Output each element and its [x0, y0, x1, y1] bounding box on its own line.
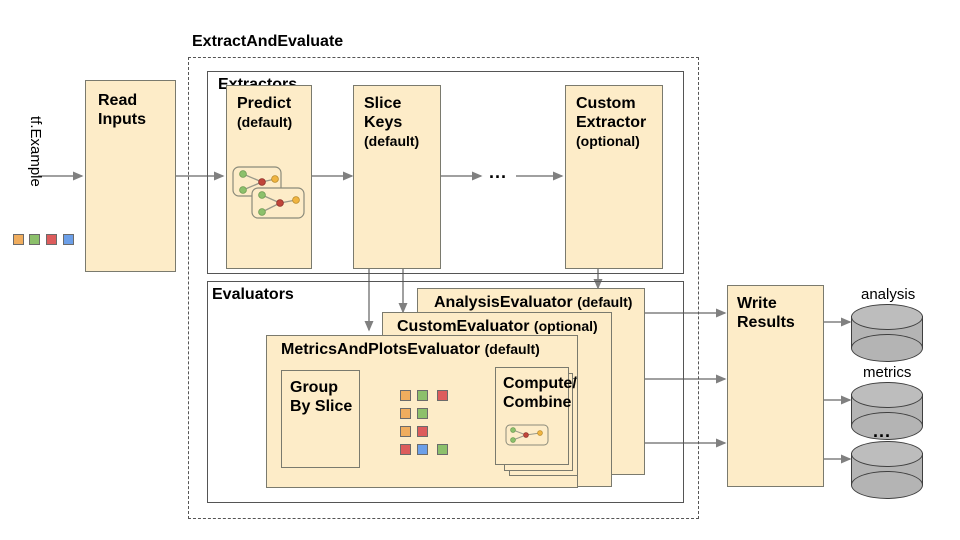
compute-combine-line2: Combine [503, 394, 572, 411]
predict-title: Predict [237, 95, 292, 112]
extract-and-evaluate-group [188, 57, 699, 519]
predict-qualifier: (default) [237, 114, 293, 130]
metrics-evaluator-title: MetricsAndPlotsEvaluator [281, 341, 481, 358]
custom-evaluator-header: CustomEvaluator (optional) [397, 318, 598, 336]
group-by-slice-box[interactable]: Group By Slice [281, 370, 360, 468]
compute-combine-box[interactable]: Compute/ Combine [495, 367, 577, 465]
cylinder-top [851, 441, 923, 467]
group-by-slice-label: Group By Slice [290, 378, 352, 416]
custom-evaluator-qualifier: (optional) [533, 318, 598, 334]
swatch [417, 408, 428, 419]
swatch [400, 444, 411, 455]
swatch [400, 426, 411, 437]
swatch [437, 390, 448, 401]
custom-extractor-qualifier: (optional) [576, 133, 640, 149]
analysis-evaluator-header: AnalysisEvaluator (default) [434, 294, 632, 312]
slice-keys-line1: Slice [364, 95, 402, 112]
swatch [400, 408, 411, 419]
input-label-text: tf.Example [27, 116, 44, 187]
custom-evaluator-title: CustomEvaluator [397, 318, 530, 335]
slice-keys-title: Slice Keys [364, 94, 402, 132]
extractor-custom-box[interactable]: Custom Extractor (optional) [565, 85, 663, 269]
swatch [400, 390, 411, 401]
extractor-slice-keys-box[interactable]: Slice Keys (default) [353, 85, 441, 269]
input-label: tf.Example [27, 116, 44, 187]
cylinder-top [851, 382, 923, 408]
swatch [437, 444, 448, 455]
extractors-group [207, 71, 684, 274]
group-by-slice-line2: By Slice [290, 398, 353, 415]
model-graph-icon [232, 166, 305, 219]
read-inputs-label: Read Inputs [98, 91, 146, 129]
swatch [13, 234, 24, 245]
swatch [29, 234, 40, 245]
metrics-evaluator-qualifier: (default) [484, 341, 540, 357]
swatch [417, 390, 428, 401]
write-results-line1: Write [737, 295, 777, 312]
extract-and-evaluate-title: ExtractAndEvaluate [192, 33, 344, 50]
extractors-ellipsis: ... [489, 162, 508, 182]
custom-extractor-title: Custom Extractor [576, 94, 646, 132]
swatch [46, 234, 57, 245]
compute-combine-line1: Compute/ [503, 375, 577, 392]
cylinder-bottom [851, 471, 923, 499]
cylinder-bottom [851, 412, 923, 440]
write-results-label: Write Results [737, 294, 795, 332]
metrics-evaluator-header: MetricsAndPlotsEvaluator (default) [281, 341, 540, 359]
evaluators-group [207, 281, 684, 503]
output-metrics-label: metrics [863, 364, 912, 381]
swatch [63, 234, 74, 245]
slice-keys-qualifier: (default) [364, 133, 420, 149]
read-inputs-box[interactable]: Read Inputs [85, 80, 176, 272]
extractor-predict-box[interactable]: Predict (default) [226, 85, 312, 269]
evaluators-label: Evaluators [212, 286, 294, 303]
custom-extractor-line1: Custom [576, 95, 636, 112]
write-results-line2: Results [737, 314, 795, 331]
output-more-label: ... [873, 421, 892, 441]
read-inputs-line1: Read [98, 92, 138, 109]
analysis-evaluator-title: AnalysisEvaluator [434, 294, 573, 311]
output-analysis-label: analysis [861, 286, 916, 303]
cylinder-top [851, 304, 923, 330]
group-by-slice-line1: Group [290, 379, 338, 396]
swatch [417, 444, 428, 455]
compute-combine-label: Compute/ Combine [503, 374, 577, 412]
cylinder-bottom [851, 334, 923, 362]
write-results-box[interactable]: Write Results [727, 285, 824, 487]
metric-graph-icon [505, 424, 549, 446]
swatch [417, 426, 428, 437]
slice-keys-line2: Keys [364, 114, 403, 131]
custom-extractor-line2: Extractor [576, 114, 647, 131]
analysis-evaluator-qualifier: (default) [577, 294, 633, 310]
read-inputs-line2: Inputs [98, 111, 146, 128]
